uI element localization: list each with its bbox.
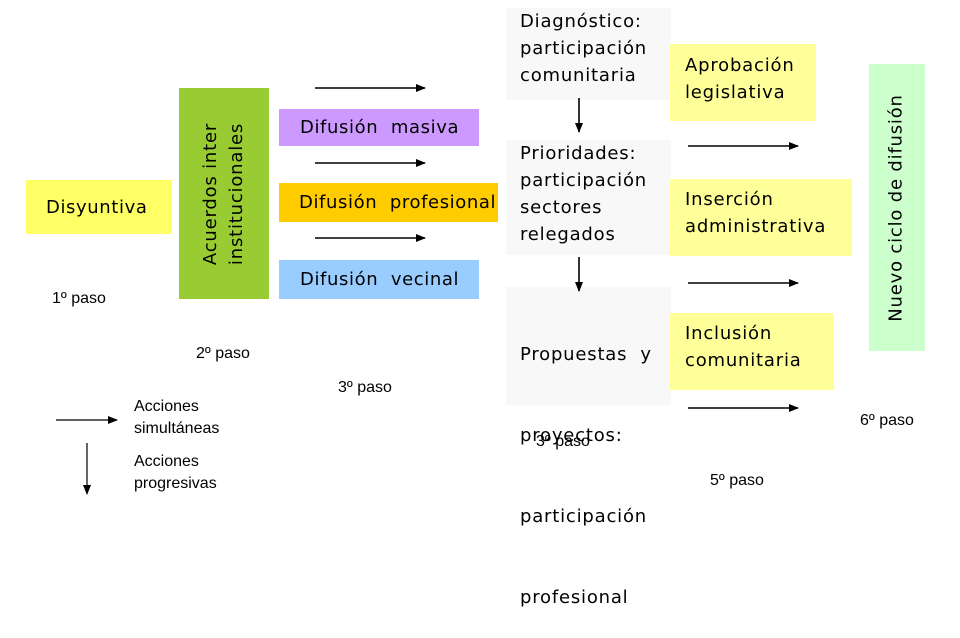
difusion-vecinal-label: Difusión vecinal (300, 269, 460, 290)
legend-simultaneas-line-2: simultáneas (134, 420, 220, 437)
inclusion-line-1: Inclusión (685, 323, 773, 344)
legend-progresivas-line-2: progresivas (134, 475, 217, 492)
prioridades-line-2: participación (520, 170, 647, 191)
difusion-masiva-label: Difusión masiva (300, 117, 460, 138)
diagnostico-line-2: participación (520, 38, 647, 59)
arrows-layer (56, 84, 799, 495)
insercion-line-2: administrativa (685, 216, 827, 237)
step-3b-label: 3º paso (536, 433, 590, 450)
propuestas-line-1: Propuestas y (520, 344, 652, 365)
diagnostico-line-3: comunitaria (520, 65, 637, 86)
acuerdos-box: Acuerdos inter institucionales (179, 88, 269, 299)
inclusion-box: Inclusión comunitaria (670, 313, 834, 390)
nuevo-ciclo-box: Nuevo ciclo de difusión (869, 64, 925, 351)
insercion-box: Inserción administrativa (670, 179, 852, 256)
legend-simultaneas-line-1: Acciones (134, 398, 199, 415)
prioridades-block: Prioridades: participación sectores rele… (506, 140, 671, 255)
disyuntiva-label: Disyuntiva (46, 196, 148, 218)
step-6-label: 6º paso (860, 412, 914, 429)
legend-progresivas-line-1: Acciones (134, 453, 199, 470)
prioridades-line-4: relegados (520, 224, 616, 245)
aprobacion-line-2: legislativa (685, 82, 786, 103)
difusion-masiva-box: Difusión masiva (279, 109, 479, 146)
legend-progresivas-label: Acciones progresivas (134, 451, 217, 495)
step-2-label: 2º paso (196, 345, 250, 362)
diagnostico-line-1: Diagnóstico: (520, 11, 642, 32)
diagnostico-block: Diagnóstico: participación comunitaria (506, 8, 671, 100)
prioridades-line-1: Prioridades: (520, 143, 637, 164)
propuestas-line-2: proyectos: (520, 425, 623, 446)
aprobacion-line-1: Aprobación (685, 55, 795, 76)
inclusion-line-2: comunitaria (685, 350, 802, 371)
step-3a-label: 3º paso (338, 379, 392, 396)
legend-simultaneas-label: Acciones simultáneas (134, 396, 219, 440)
insercion-line-1: Inserción (685, 189, 774, 210)
difusion-profesional-label: Difusión profesional (299, 192, 497, 213)
prioridades-line-3: sectores (520, 197, 603, 218)
aprobacion-box: Aprobación legislativa (670, 44, 816, 121)
difusion-profesional-box: Difusión profesional (279, 183, 498, 222)
disyuntiva-box: Disyuntiva (26, 180, 172, 234)
step-1-label: 1º paso (52, 290, 106, 307)
propuestas-line-4: profesional (520, 587, 629, 608)
difusion-vecinal-box: Difusión vecinal (279, 260, 479, 299)
step-5-label: 5º paso (710, 472, 764, 489)
